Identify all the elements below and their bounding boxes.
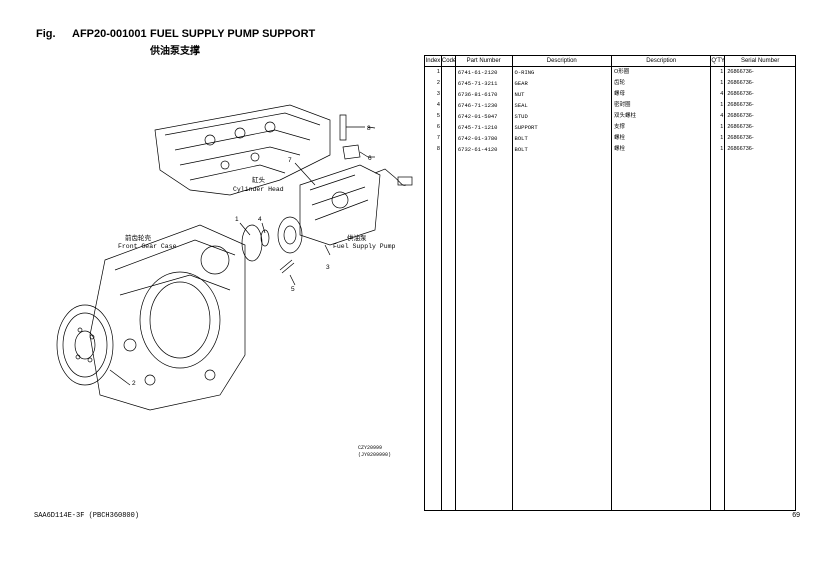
model-code: SAA6D114E-3F (PBCH360800) <box>34 512 140 520</box>
exploded-view-drawing: 8 6 7 1 4 5 3 2 缸头 Cylinder Head 前齿轮壳 Fr… <box>56 104 413 411</box>
fuel-supply-pump-label: Fuel Supply Pump <box>333 243 396 250</box>
front-gear-case-label-cn: 前齿轮壳 <box>125 233 152 242</box>
drawing-reference-code: CZY20999 <box>358 445 383 451</box>
part-qty: 1 <box>720 69 724 75</box>
header-description-cn: Description <box>612 56 712 66</box>
part-number: 6741-61-2120 <box>457 69 498 76</box>
header-code: Code <box>441 56 456 66</box>
part-description-cn: 螺母 <box>613 91 625 97</box>
part-description-cn: 齿轮 <box>613 80 625 86</box>
part-serial: 26866736- <box>727 102 754 108</box>
part-description: GEAR <box>514 80 528 87</box>
part-qty: 4 <box>720 91 724 97</box>
part-qty: 1 <box>720 146 724 152</box>
part-description-cn: 双头螺柱 <box>613 113 636 119</box>
part-description: NUT <box>514 91 525 98</box>
page-header: Fig. AFP20-001001 FUEL SUPPLY PUMP SUPPO… <box>36 24 436 64</box>
callout-4: 4 <box>258 216 262 223</box>
header-serial: Serial Number <box>740 58 780 64</box>
part-number: 6745-71-1210 <box>457 124 498 131</box>
header-description: Description <box>513 56 612 66</box>
part-description-cn: 螺栓 <box>613 135 625 141</box>
part-description: BOLT <box>514 146 528 153</box>
callout-1: 1 <box>235 216 239 223</box>
callout-7: 7 <box>288 157 292 164</box>
header-qty: Q'TY <box>711 56 726 66</box>
part-number: 6742-01-5047 <box>457 113 498 120</box>
fig-title: FUEL SUPPLY PUMP SUPPORT <box>150 28 316 40</box>
header-index: Index <box>425 56 442 66</box>
callout-3: 3 <box>326 264 330 271</box>
table-row: 1 6741-61-2120 O-RING O形圈 1 26866736- <box>425 67 795 78</box>
part-serial: 26866736- <box>727 135 754 141</box>
part-number: 6742-01-3780 <box>457 135 498 142</box>
drawing-reference: CZY20999 (JY0209990) <box>358 445 391 459</box>
table-row: 5 6742-01-5047 STUD 双头螺柱 4 26866736- <box>425 111 795 122</box>
fuel-supply-pump-label-cn: 供油泵 <box>347 233 367 242</box>
part-description-cn: 支撑 <box>613 124 625 130</box>
table-rows: 1 6741-61-2120 O-RING O形圈 1 26866736- 2 … <box>425 67 795 155</box>
part-number: 6736-81-6170 <box>457 91 498 98</box>
fig-label: Fig. <box>36 28 56 40</box>
part-serial: 26866736- <box>727 80 754 86</box>
part-description-cn: 密封圈 <box>613 102 631 108</box>
table-row: 4 6746-71-1230 SEAL 密封圈 1 26866736- <box>425 100 795 111</box>
table-header: Index Code Part Number Description Descr… <box>425 56 795 67</box>
fig-code: AFP20-001001 <box>72 28 147 40</box>
part-qty: 1 <box>720 80 724 86</box>
part-description: BOLT <box>514 135 528 142</box>
table-column-grid <box>425 67 795 510</box>
part-serial: 26866736- <box>727 113 754 119</box>
part-serial: 26866736- <box>727 91 754 97</box>
cylinder-head-label: Cylinder Head <box>233 186 284 193</box>
part-qty: 4 <box>720 113 724 119</box>
table-row: 2 6745-71-3211 GEAR 齿轮 1 26866736- <box>425 78 795 89</box>
part-description: SEAL <box>514 102 528 109</box>
page-number: 69 <box>792 512 800 519</box>
parts-table: Index Code Part Number Description Descr… <box>424 55 796 511</box>
part-description-cn: 螺栓 <box>613 146 625 152</box>
fig-subtitle: 供油泵支撑 <box>150 46 200 57</box>
header-part-number: Part Number <box>456 56 513 66</box>
part-description: O-RING <box>514 69 535 76</box>
callout-8: 8 <box>367 125 371 132</box>
part-number: 6732-61-4120 <box>457 146 498 153</box>
cylinder-head-label-cn: 缸头 <box>252 175 266 184</box>
drawing-reference-subcode: (JY0209990) <box>358 452 392 458</box>
exploded-diagram: 8 6 7 1 4 5 3 2 缸头 Cylinder Head 前齿轮壳 Fr… <box>30 95 430 475</box>
part-serial: 26866736- <box>727 124 754 130</box>
front-gear-case-label: Front Gear Case <box>118 243 177 250</box>
part-qty: 1 <box>720 135 724 141</box>
table-row: 8 6732-61-4120 BOLT 螺栓 1 26866736- <box>425 144 795 155</box>
part-number: 6746-71-1230 <box>457 102 498 109</box>
part-description-cn: O形圈 <box>613 69 630 75</box>
part-description: SUPPORT <box>514 124 538 131</box>
callout-2: 2 <box>132 380 136 387</box>
part-qty: 1 <box>720 102 724 108</box>
callout-6: 6 <box>368 155 372 162</box>
part-number: 6745-71-3211 <box>457 80 498 87</box>
table-row: 7 6742-01-3780 BOLT 螺栓 1 26866736- <box>425 133 795 144</box>
part-serial: 26866736- <box>727 146 754 152</box>
part-serial: 26866736- <box>727 69 754 75</box>
part-qty: 1 <box>720 124 724 130</box>
table-row: 3 6736-81-6170 NUT 螺母 4 26866736- <box>425 89 795 100</box>
part-description: STUD <box>514 113 528 120</box>
table-row: 6 6745-71-1210 SUPPORT 支撑 1 26866736- <box>425 122 795 133</box>
callout-5: 5 <box>291 286 295 293</box>
